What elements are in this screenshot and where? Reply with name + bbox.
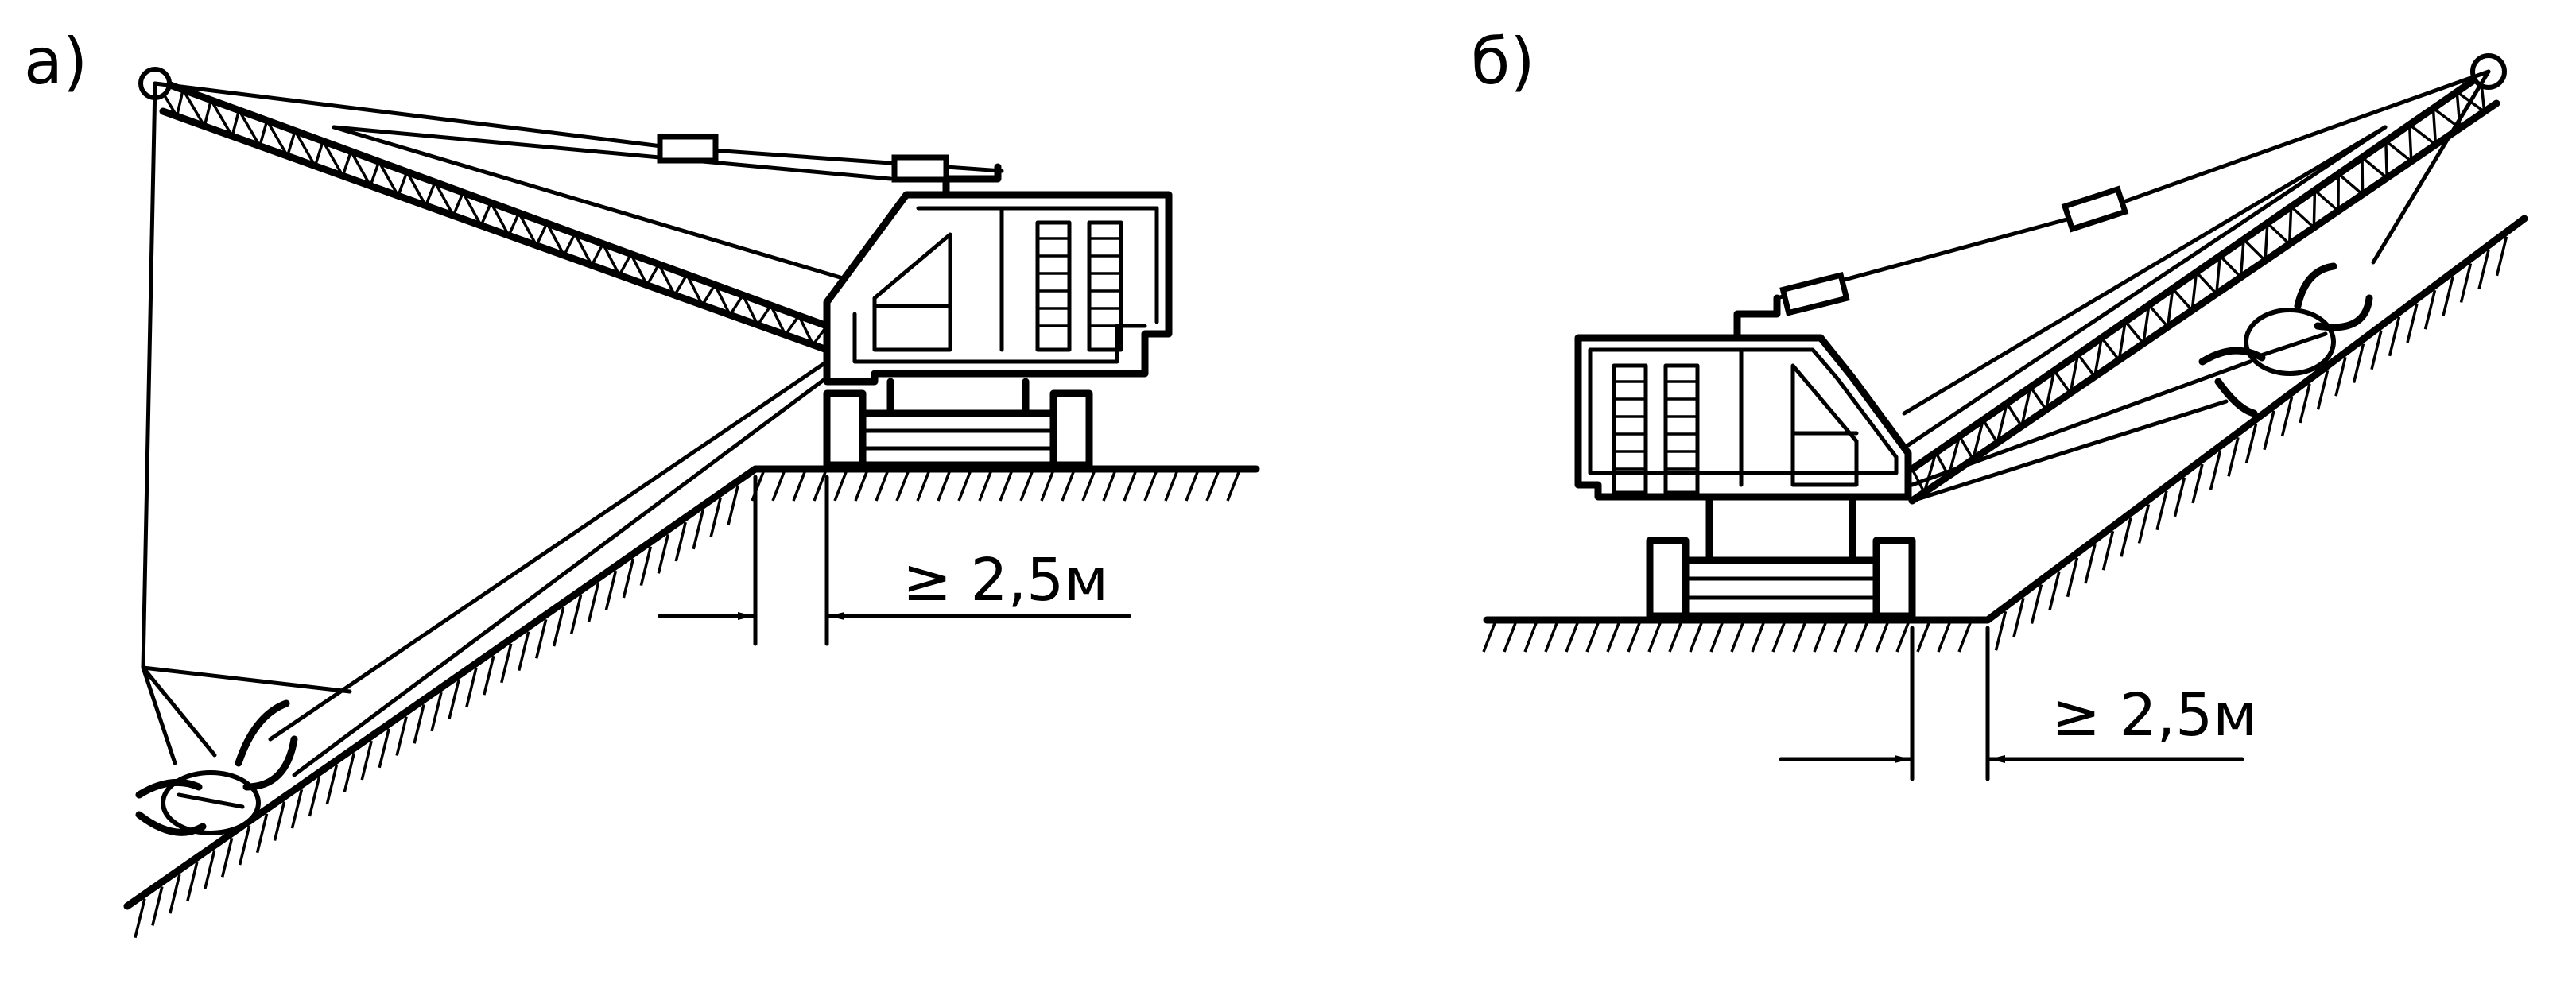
panel-b-dimension: ≥ 2,5м — [1779, 626, 2257, 781]
panel-b-rope-block-1 — [2061, 185, 2129, 233]
panel-a-dimension-label: ≥ 2,5м — [902, 546, 1108, 614]
panel-a-ropes — [141, 81, 1004, 777]
panel-b-boom — [1908, 53, 2507, 505]
panel-b-rope-block-2 — [1779, 272, 1850, 316]
panel-a: а) — [24, 25, 1260, 939]
panel-b-machine-house — [1574, 294, 1912, 501]
panel-a-label: а) — [24, 25, 87, 99]
panel-a-rope-block-1 — [657, 134, 719, 164]
panel-b-bucket — [2198, 262, 2373, 417]
panel-a-rope-block-2 — [891, 154, 949, 183]
panel-b-dimension-label: ≥ 2,5м — [2051, 681, 2257, 750]
panel-a-crawler — [823, 378, 1093, 469]
panel-a-boom — [138, 67, 831, 354]
panel-b-ground — [1482, 215, 2528, 653]
panel-b-label: б) — [1471, 25, 1535, 99]
panel-a-bucket — [135, 699, 298, 836]
panel-a-ground — [123, 465, 1260, 939]
panel-b-ropes — [1775, 69, 2491, 503]
panel-a-dimension: ≥ 2,5м — [658, 475, 1131, 646]
panel-b-crawler — [1646, 493, 1916, 620]
panel-a-machine-house — [823, 163, 1173, 386]
panel-b: б) — [1471, 25, 2528, 781]
